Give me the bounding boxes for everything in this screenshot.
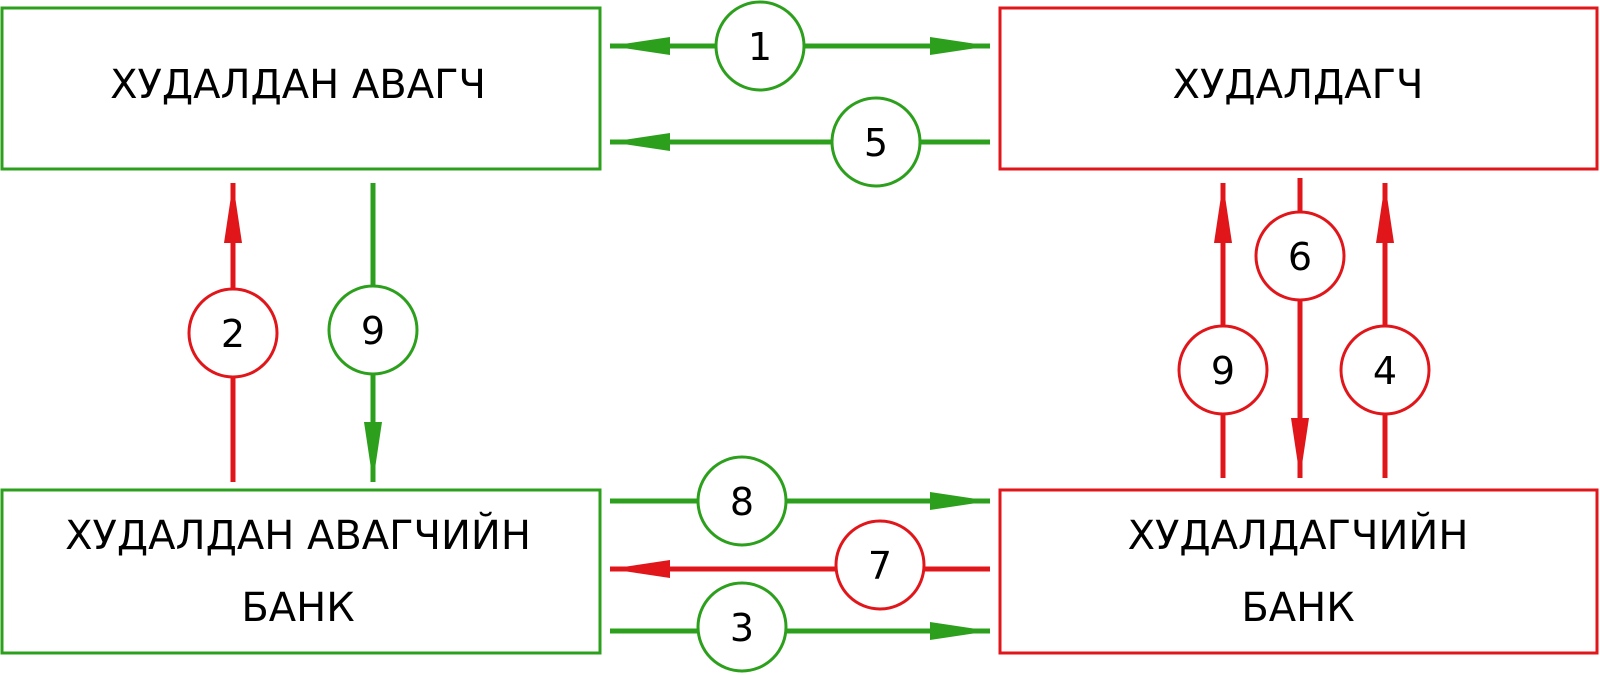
step-badge-circle-0 [714,0,806,92]
buyer-bank-box: ХУДАЛДАН АВАГЧИЙН БАНК [0,488,602,655]
step-badge-number-0: 1 [748,25,772,69]
step-badge-circle-6 [1339,324,1431,416]
step-badge-circle-7 [696,455,788,547]
seller-bank-box: ХУДАЛДАГЧИЙН БАНК [998,488,1599,655]
buyer-box: ХУДАЛДАН АВАГЧ [0,6,602,171]
step-badge-circle-4 [1177,324,1269,416]
step-badge-number-3: 9 [361,309,385,353]
step-arrowhead-0-end [930,37,990,55]
step-badge-number-2: 2 [221,312,245,356]
buyer-bank-box-frame [0,488,602,655]
step-arrowhead-4-end [1214,183,1232,243]
step-badges: 1 5 2 9 9 6 4 8 7 3 [187,0,1431,673]
step-badge-circle-3 [327,284,419,376]
seller-bank-box-label-line1: ХУДАЛДАГЧИЙН [1128,511,1469,559]
step-badge-number-1: 5 [864,121,888,165]
seller-box-frame [998,6,1599,171]
buyer-bank-box-label-line1: ХУДАЛДАН АВАГЧИЙН [65,511,531,559]
step-arrowhead-7-end [930,492,990,510]
step-badge-circle-8 [834,519,926,611]
step-arrowhead-2-end [224,183,242,243]
step-arrowhead-6-end [1376,183,1394,243]
step-badge-circle-9 [696,581,788,673]
step-arrowhead-3-end [364,422,382,482]
seller-bank-box-label-line2: БАНК [1241,585,1354,631]
step-badge-number-6: 4 [1373,349,1397,393]
step-badge-circle-2 [187,287,279,379]
buyer-box-label: ХУДАЛДАН АВАГЧ [110,62,486,108]
buyer-box-frame [0,6,602,171]
step-arrowhead-1-end [610,133,670,151]
step-arrowhead-5-end [1291,418,1309,478]
seller-box-label: ХУДАЛДАГЧ [1173,62,1424,108]
seller-box: ХУДАЛДАГЧ [998,6,1599,171]
step-badge-number-8: 7 [868,544,892,588]
step-badge-circle-5 [1254,210,1346,302]
seller-bank-box-frame [998,488,1599,655]
step-badge-number-9: 3 [730,606,754,650]
step-badge-number-7: 8 [730,480,754,524]
step-badge-number-4: 9 [1211,349,1235,393]
step-badge-circle-1 [830,96,922,188]
buyer-bank-box-label-line2: БАНК [241,585,354,631]
step-badge-number-5: 6 [1288,235,1312,279]
step-arrowhead-8-end [610,560,670,578]
step-arrowhead-0-start [610,37,670,55]
step-arrowhead-9-end [930,622,990,640]
